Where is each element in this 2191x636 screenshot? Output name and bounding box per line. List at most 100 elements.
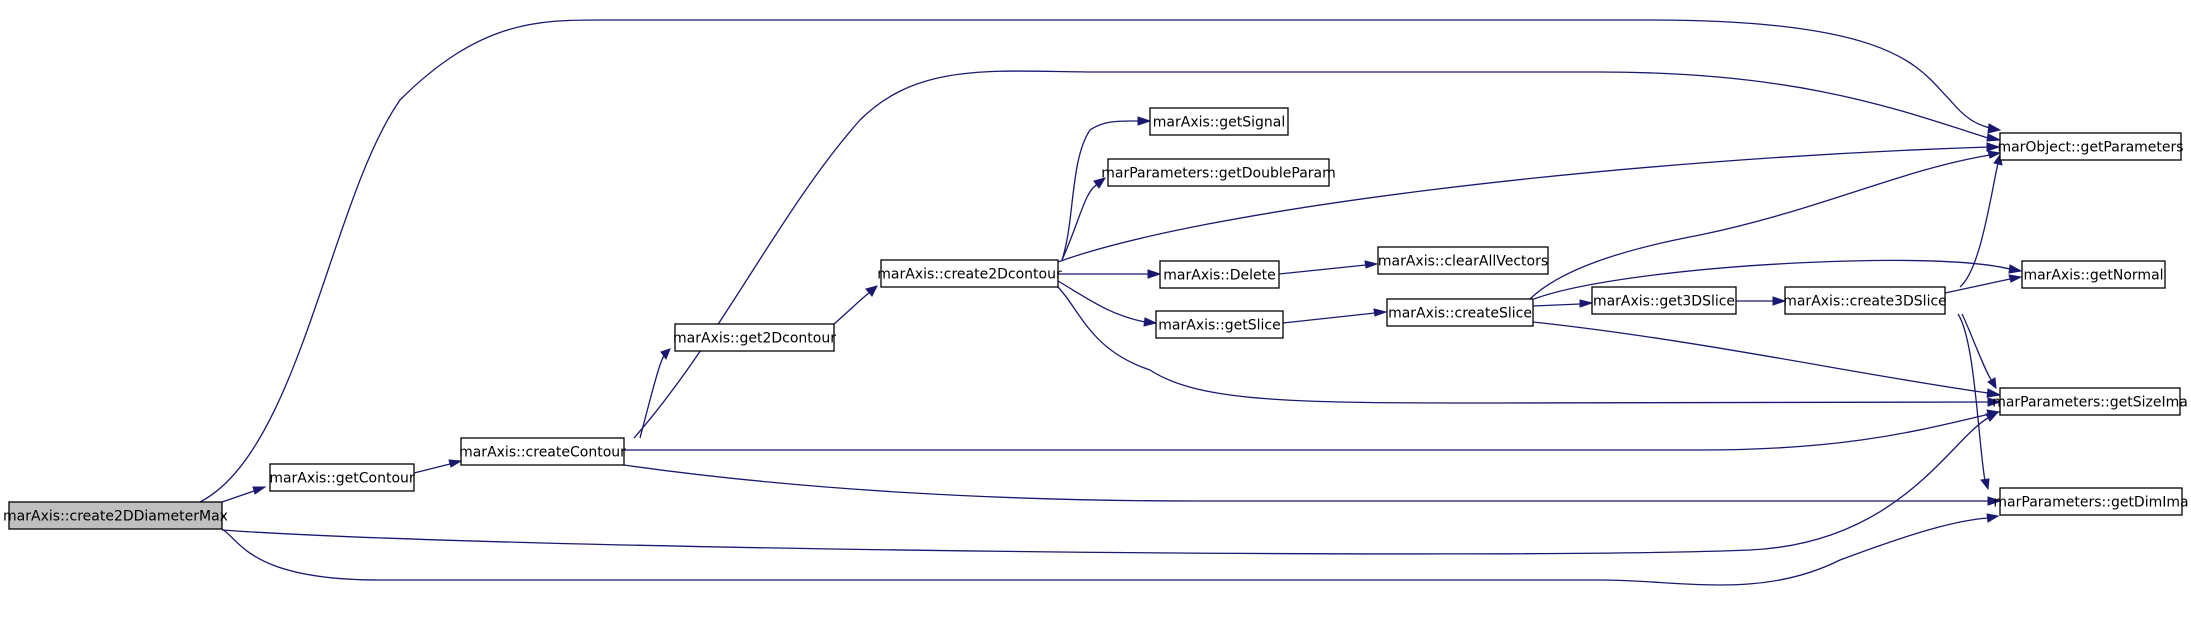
edge-arrowhead: [252, 486, 267, 495]
edge-line: [1057, 280, 1146, 323]
node-mar-parameters-get-size-ima[interactable]: marParameters::getSizeIma: [1992, 387, 2188, 416]
node-box: [1999, 132, 2182, 161]
node-mar-axis-create-contour[interactable]: marAxis::createContour: [459, 437, 626, 466]
edge-mar-axis-create-contour-to-mar-axis-get-2dcontour: [639, 348, 671, 439]
edge-line: [221, 417, 1989, 555]
node-label: marAxis::get2Dcontour: [673, 331, 836, 347]
edge-line: [1532, 321, 1989, 394]
edge-arrowhead: [1143, 317, 1158, 327]
edge-line: [1061, 120, 1139, 261]
node-box: [8, 501, 223, 530]
edge-arrowhead: [1373, 308, 1388, 317]
edge-mar-axis-create-3dslice-to-mar-object-get-parameters: [1959, 153, 2003, 288]
node-mar-parameters-get-dim-ima[interactable]: marParameters::getDimIma: [1993, 487, 2189, 516]
edge-line: [1532, 303, 1581, 307]
edge-mar-axis-get-slice-to-mar-axis-create-slice: [1282, 308, 1388, 324]
edge-line: [1957, 313, 1986, 482]
edge-mar-axis-get-2dcontour-to-mar-axis-create-2dcontour: [833, 285, 878, 325]
node-label: marObject::getParameters: [1997, 140, 2183, 156]
node-label: marAxis::create2DDiameterMax: [3, 509, 228, 525]
edge-arrowhead: [2008, 274, 2023, 283]
edge-line: [623, 464, 1988, 502]
edge-arrowhead: [1364, 260, 1379, 269]
edge-arrowhead: [1986, 388, 2002, 398]
edge-arrowhead: [1772, 296, 1787, 306]
node-label: marAxis::getSlice: [1158, 318, 1280, 334]
node-label: marAxis::get3DSlice: [1593, 294, 1735, 310]
edge-arrowhead: [1986, 133, 2002, 142]
edge-line: [624, 413, 1991, 451]
node-box: [1784, 286, 1946, 315]
node-label: marAxis::createContour: [459, 445, 626, 461]
edge-arrowhead: [865, 285, 878, 297]
node-box: [2021, 260, 2166, 289]
edge-arrowhead: [1093, 177, 1107, 189]
node-label: marAxis::create3DSlice: [1783, 294, 1947, 310]
edge-mar-axis-create-2dcontour-to-mar-parameters-get-double-param: [1061, 177, 1107, 261]
node-box: [460, 437, 625, 466]
node-label: marAxis::createSlice: [1388, 306, 1532, 322]
node-mar-axis-create-slice[interactable]: marAxis::createSlice: [1386, 298, 1534, 327]
node-mar-axis-delete[interactable]: marAxis::Delete: [1159, 260, 1280, 289]
edge-arrowhead: [1987, 123, 2002, 134]
edge-line: [413, 463, 451, 474]
edge-mar-axis-create-2dcontour-to-mar-parameters-get-size-ima: [1057, 286, 2002, 407]
node-label: marAxis::clearAllVectors: [1378, 254, 1548, 270]
node-box: [674, 323, 835, 352]
edge-arrowhead: [1137, 116, 1152, 126]
edge-line: [1278, 264, 1367, 275]
node-mar-axis-get-signal[interactable]: marAxis::getSignal: [1149, 107, 1289, 136]
node-mar-axis-create-2ddiameter-max[interactable]: marAxis::create2DDiameterMax: [3, 501, 228, 530]
node-box: [1591, 286, 1737, 315]
edge-mar-axis-create-2dcontour-to-mar-object-get-parameters: [1057, 142, 2001, 263]
node-mar-axis-clear-all-vectors[interactable]: marAxis::clearAllVectors: [1377, 246, 1549, 275]
node-layer: marAxis::create2DDiameterMax marAxis::get…: [3, 107, 2189, 530]
node-mar-axis-get-2dcontour[interactable]: marAxis::get2Dcontour: [673, 323, 836, 352]
node-box: [880, 259, 1059, 288]
node-box: [1386, 298, 1534, 327]
node-box: [1159, 260, 1280, 289]
edge-line: [1961, 313, 1993, 382]
edge-mar-axis-create-2dcontour-to-mar-axis-get-slice: [1057, 280, 1158, 327]
edge-mar-axis-create-slice-to-mar-parameters-get-size-ima: [1532, 321, 2002, 398]
edge-mar-axis-create-2ddiameter-max-to-mar-parameters-get-dim-ima: [221, 513, 2000, 586]
edge-arrowhead: [1980, 478, 1990, 491]
edge-line: [639, 355, 665, 439]
node-mar-axis-get-contour[interactable]: marAxis::getContour: [269, 463, 415, 492]
node-mar-axis-get-normal[interactable]: marAxis::getNormal: [2021, 260, 2166, 289]
edge-mar-axis-create-contour-to-mar-parameters-get-dim-ima: [623, 464, 2002, 506]
edge-mar-axis-create-3dslice-to-mar-axis-get-normal: [1944, 274, 2023, 294]
edge-mar-axis-create-contour-to-mar-object-get-parameters: [633, 70, 2002, 439]
edge-mar-axis-create-2dcontour-to-mar-axis-get-signal: [1061, 116, 1152, 261]
node-box: [1999, 387, 2181, 416]
node-mar-axis-get-3dslice[interactable]: marAxis::get3DSlice: [1591, 286, 1737, 315]
edge-mar-axis-get-contour-to-mar-axis-create-contour: [413, 459, 463, 474]
edge-line: [1959, 162, 1999, 288]
node-mar-parameters-get-double-param[interactable]: marParameters::getDoubleParam: [1101, 158, 1336, 187]
node-box: [1377, 246, 1549, 275]
node-label: marParameters::getSizeIma: [1992, 395, 2188, 411]
edge-arrowhead: [660, 348, 671, 361]
edge-arrowhead: [1579, 299, 1594, 308]
node-box: [1107, 158, 1330, 187]
edge-line: [1282, 312, 1376, 324]
node-mar-axis-get-slice[interactable]: marAxis::getSlice: [1155, 310, 1284, 339]
node-mar-object-get-parameters[interactable]: marObject::getParameters: [1997, 132, 2184, 161]
edge-line: [633, 70, 1989, 439]
edge-mar-axis-create-slice-to-mar-object-get-parameters: [1529, 150, 2002, 300]
edge-arrowhead: [1987, 377, 1997, 390]
edge-line: [1057, 286, 1989, 404]
edge-line: [1944, 278, 2011, 294]
edge-mar-axis-create-2ddiameter-max-to-mar-object-get-parameters: [199, 19, 2002, 503]
edge-arrowhead: [448, 459, 463, 468]
edge-mar-axis-create-slice-to-mar-axis-get-normal: [1533, 259, 2023, 300]
node-mar-axis-create-2dcontour[interactable]: marAxis::create2Dcontour: [877, 259, 1062, 288]
edge-arrowhead: [1987, 496, 2002, 506]
edge-arrowhead: [1987, 397, 2002, 407]
edge-line: [1533, 259, 2011, 300]
node-label: marAxis::Delete: [1163, 268, 1275, 284]
node-mar-axis-create-3dslice[interactable]: marAxis::create3DSlice: [1783, 286, 1947, 315]
edge-line: [199, 19, 1991, 503]
node-box: [269, 463, 415, 492]
